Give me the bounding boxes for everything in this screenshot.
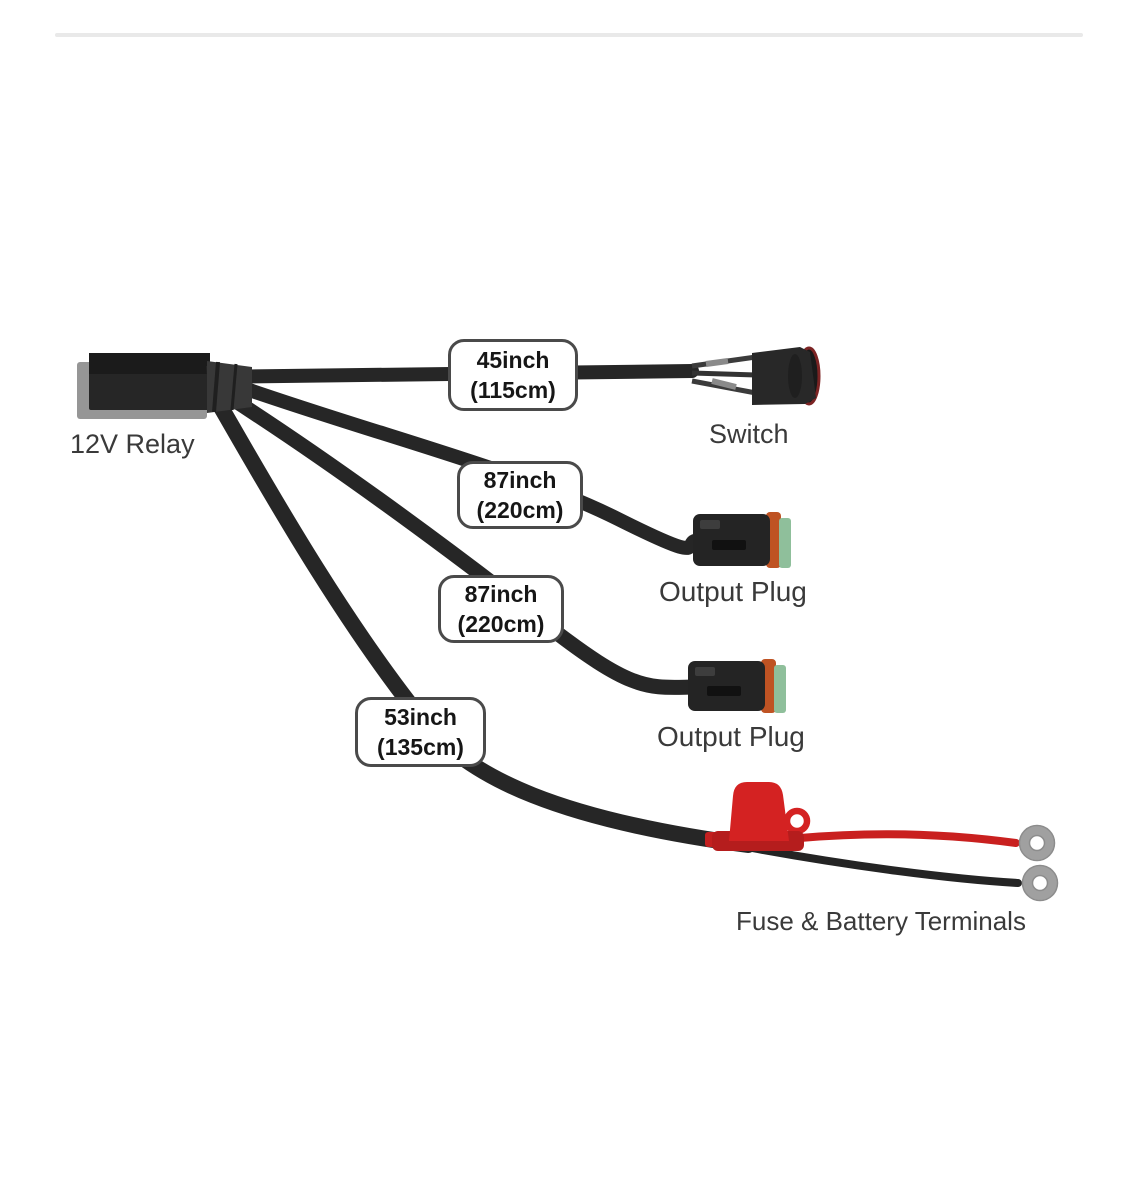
ring-terminal-negative (1021, 864, 1059, 902)
fuse-holder-graphic (705, 782, 811, 851)
length-line1: 87inch (464, 580, 538, 607)
length-line2: (115cm) (470, 377, 556, 403)
length-label-output-plug-2-branch: 87inch (220cm) (438, 575, 564, 643)
fuse-battery-terminals-caption: Fuse & Battery Terminals (736, 906, 1026, 936)
output-plug-2-graphic (688, 659, 786, 713)
output-plug-1-graphic (693, 512, 791, 568)
length-line2: (135cm) (377, 734, 464, 760)
switch-caption: Switch (709, 419, 789, 449)
length-label-fuse-branch: 53inch (135cm) (355, 697, 486, 767)
top-divider (55, 33, 1083, 37)
length-line1: 45inch (476, 346, 550, 373)
length-line1: 87inch (483, 466, 557, 493)
negative-battery-wire (748, 844, 1022, 887)
switch-graphic (691, 346, 821, 406)
length-line1: 53inch (384, 703, 457, 730)
length-label-switch-branch: 45inch (115cm) (448, 339, 578, 411)
length-label-output-plug-1-branch: 87inch (220cm) (457, 461, 583, 529)
output-plug-2-caption: Output Plug (657, 721, 805, 752)
ring-terminal-positive (1018, 824, 1056, 862)
relay-graphic (77, 353, 252, 419)
relay-caption: 12V Relay (70, 429, 195, 459)
positive-battery-wire (796, 830, 1020, 847)
length-line2: (220cm) (457, 611, 545, 637)
length-line2: (220cm) (476, 497, 564, 523)
output-plug-1-caption: Output Plug (659, 576, 807, 607)
